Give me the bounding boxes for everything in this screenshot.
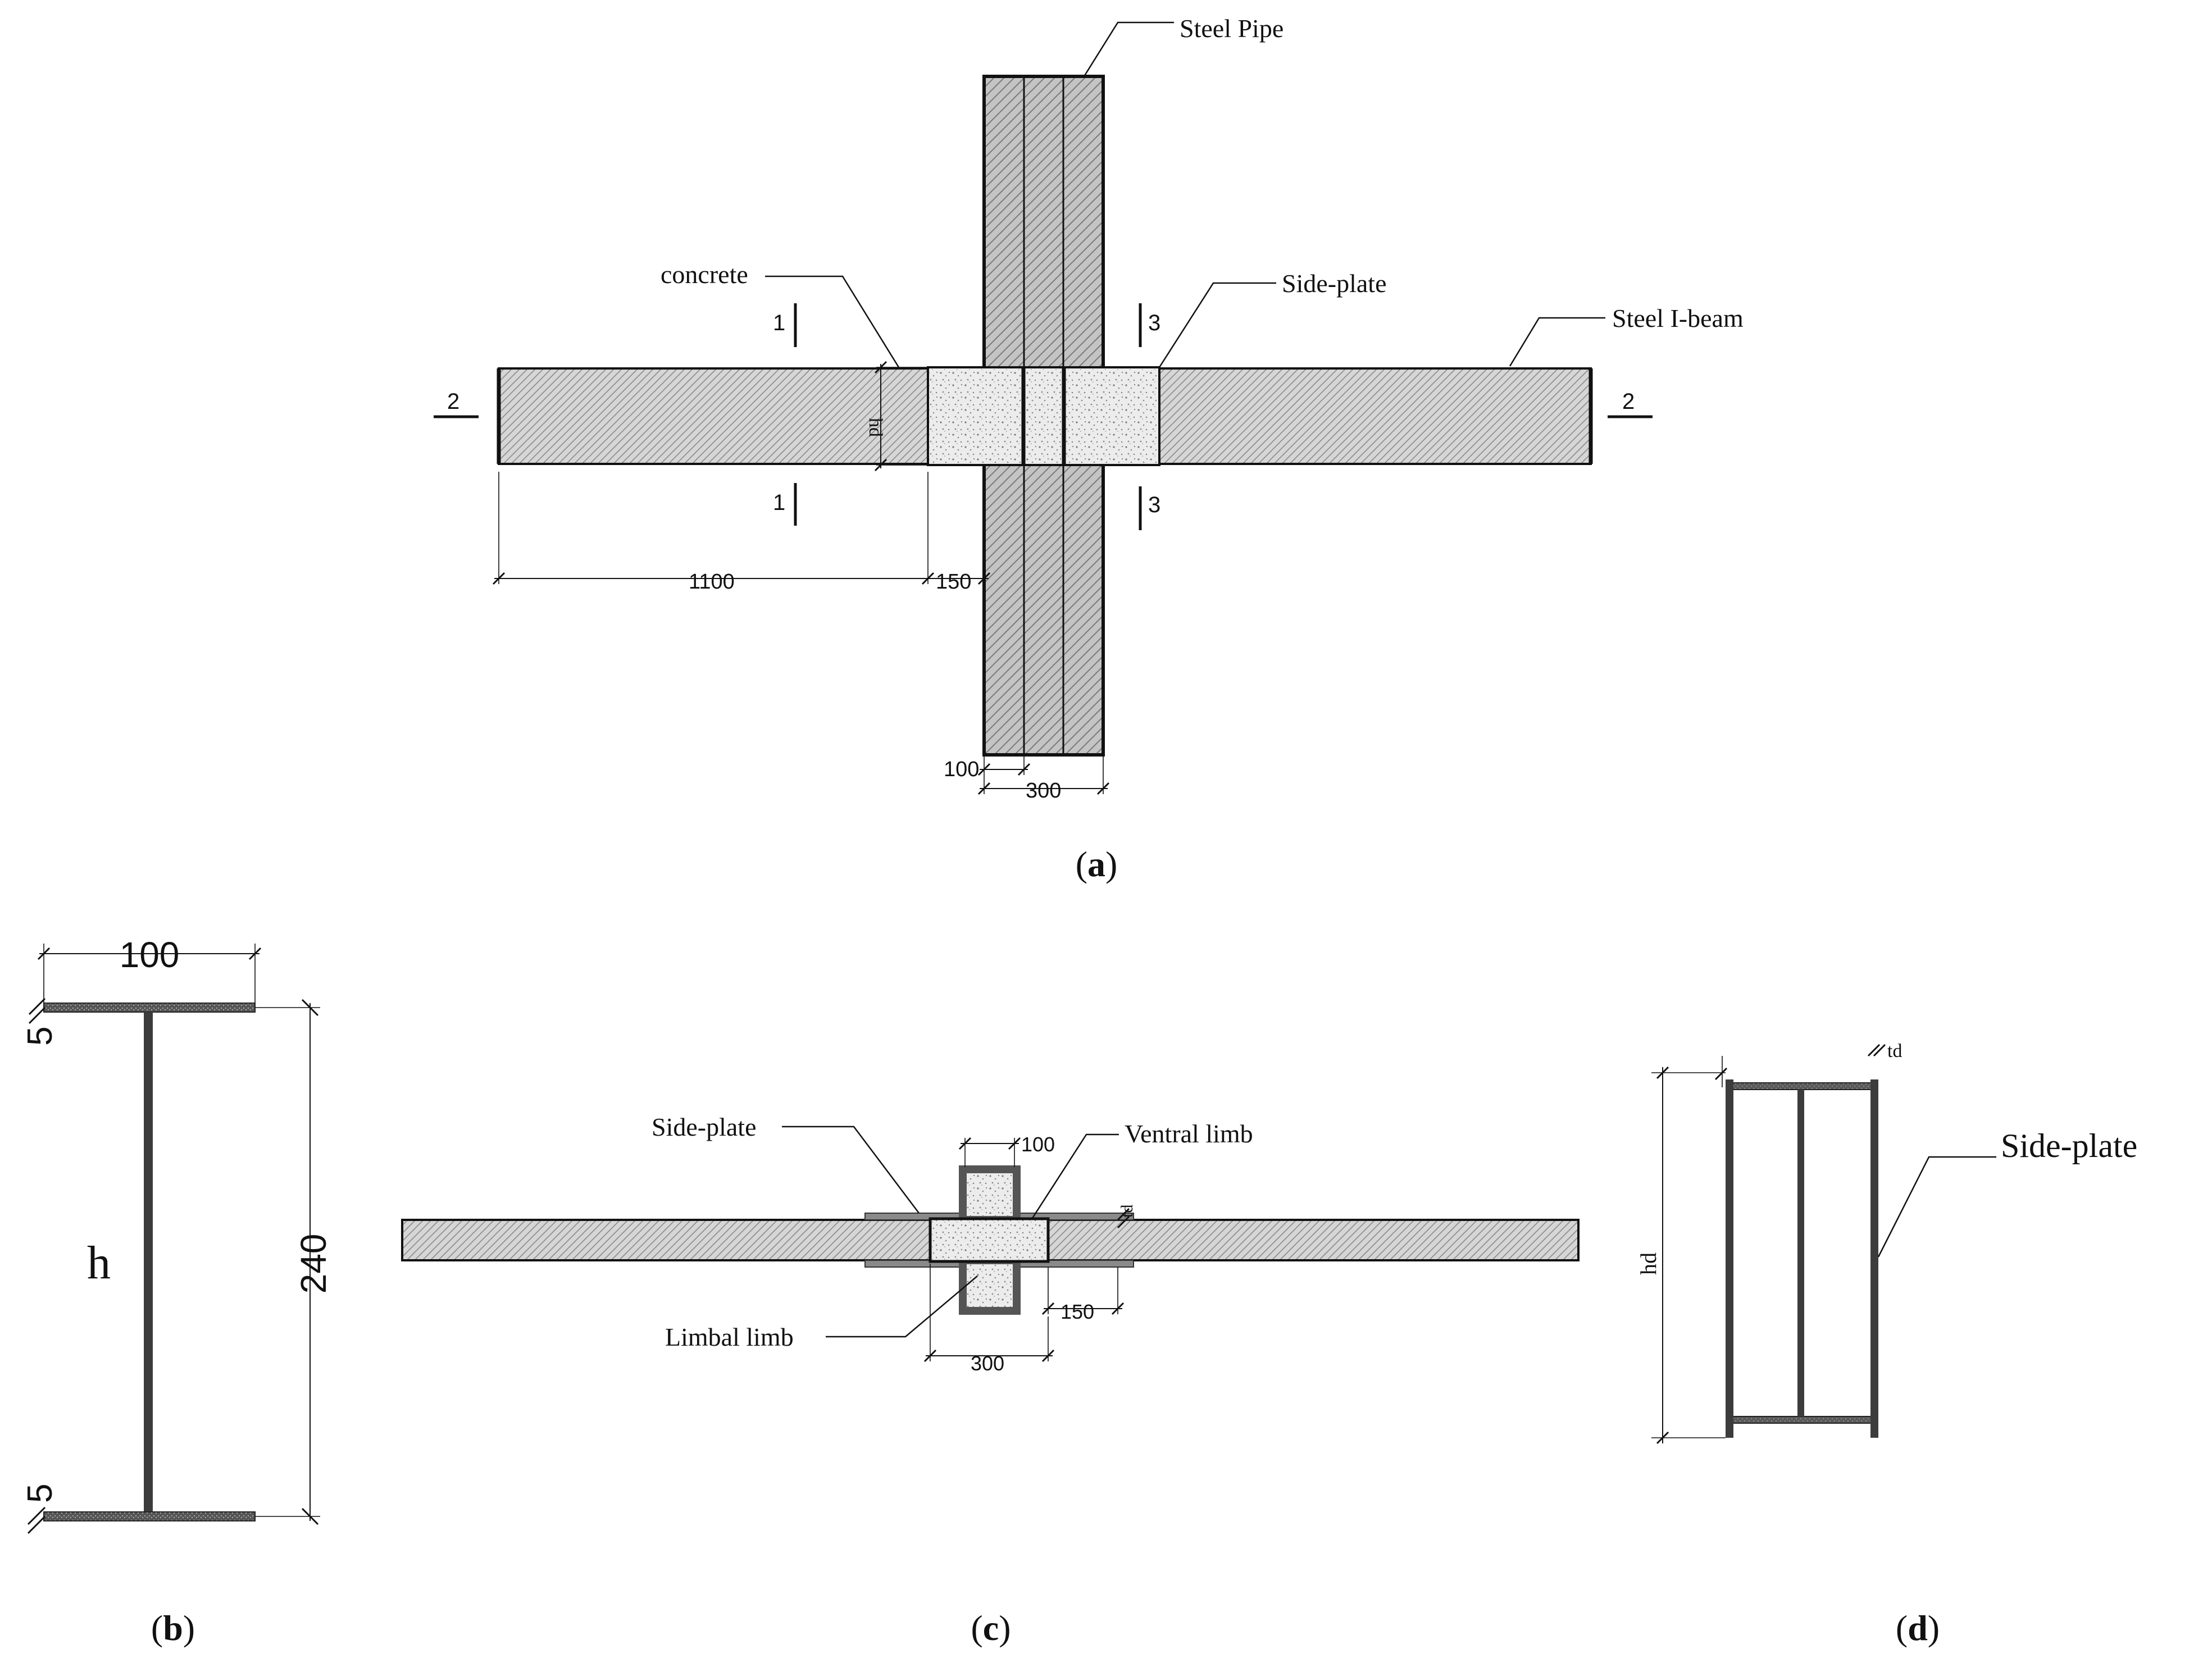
caption-a: (a) bbox=[1076, 844, 1118, 884]
dim-150-c: 150 bbox=[1061, 1300, 1094, 1323]
panel-d: td hd Side-plate (d) bbox=[1636, 1041, 2137, 1648]
label-side-plate-a: Side-plate bbox=[1282, 269, 1387, 298]
label-h: h bbox=[87, 1237, 111, 1289]
concrete-zone-right bbox=[1063, 366, 1160, 466]
side-plate-top-flange bbox=[1731, 1082, 1874, 1090]
label-side-plate-d: Side-plate bbox=[2001, 1127, 2137, 1164]
i-beam-web bbox=[144, 1012, 153, 1512]
ventral-limb bbox=[959, 1165, 1021, 1224]
panel-c: Side-plate Ventral limb Limbal limb 100 … bbox=[401, 1113, 1580, 1648]
dim-5-top: 5 bbox=[21, 1027, 60, 1046]
limbal-limb bbox=[959, 1256, 1021, 1315]
label-steel-i-beam: Steel I-beam bbox=[1612, 304, 1744, 332]
label-steel-pipe: Steel Pipe bbox=[1180, 14, 1283, 43]
beam-left bbox=[498, 367, 929, 465]
label-ventral-limb: Ventral limb bbox=[1125, 1119, 1253, 1148]
side-plate-left-wall bbox=[1726, 1079, 1733, 1438]
label-concrete: concrete bbox=[661, 260, 748, 289]
panel-a: Steel Pipe concrete Side-plate Steel I-b… bbox=[434, 14, 1744, 884]
dim-hd-a: hd bbox=[865, 418, 886, 437]
label-limbal-limb: Limbal limb bbox=[665, 1323, 794, 1351]
section-mark-2-right: 2 bbox=[1622, 389, 1635, 414]
dim-150-a: 150 bbox=[936, 570, 971, 594]
caption-b: (b) bbox=[151, 1608, 195, 1648]
caption-c: (c) bbox=[971, 1608, 1011, 1648]
dim-100-b: 100 bbox=[120, 935, 180, 975]
label-side-plate-c: Side-plate bbox=[652, 1113, 757, 1141]
side-plate-center-web bbox=[1797, 1090, 1804, 1416]
dim-td-d: td bbox=[1887, 1041, 1902, 1061]
i-beam-top-flange bbox=[43, 1003, 256, 1013]
dim-1100: 1100 bbox=[689, 570, 735, 594]
dim-100-a: 100 bbox=[944, 758, 979, 781]
concrete-core-c bbox=[929, 1217, 1050, 1263]
dim-240: 240 bbox=[293, 1234, 334, 1294]
section-mark-1-top: 1 bbox=[773, 311, 785, 335]
side-plate-right-wall bbox=[1870, 1079, 1878, 1438]
side-plate-bottom-flange bbox=[1731, 1416, 1874, 1424]
section-mark-1-bottom: 1 bbox=[773, 490, 785, 515]
concrete-zone-left bbox=[927, 366, 1025, 466]
dim-100-c: 100 bbox=[1021, 1133, 1055, 1156]
section-mark-2-left: 2 bbox=[447, 389, 459, 414]
concrete-zone-center bbox=[1022, 366, 1065, 466]
section-mark-3-bottom: 3 bbox=[1148, 493, 1160, 517]
dim-300-a: 300 bbox=[1026, 779, 1061, 803]
dim-5-bottom: 5 bbox=[21, 1484, 60, 1503]
beam-right bbox=[1158, 367, 1592, 465]
dim-300-c: 300 bbox=[971, 1352, 1004, 1375]
caption-d: (d) bbox=[1896, 1608, 1940, 1648]
section-mark-3-top: 3 bbox=[1148, 311, 1160, 335]
i-beam-bottom-flange bbox=[43, 1511, 256, 1521]
panel-b: 100 5 5 h 240 (b) bbox=[21, 935, 334, 1648]
dim-td-c: td bbox=[1118, 1205, 1136, 1218]
dim-hd-d: hd bbox=[1636, 1252, 1661, 1275]
